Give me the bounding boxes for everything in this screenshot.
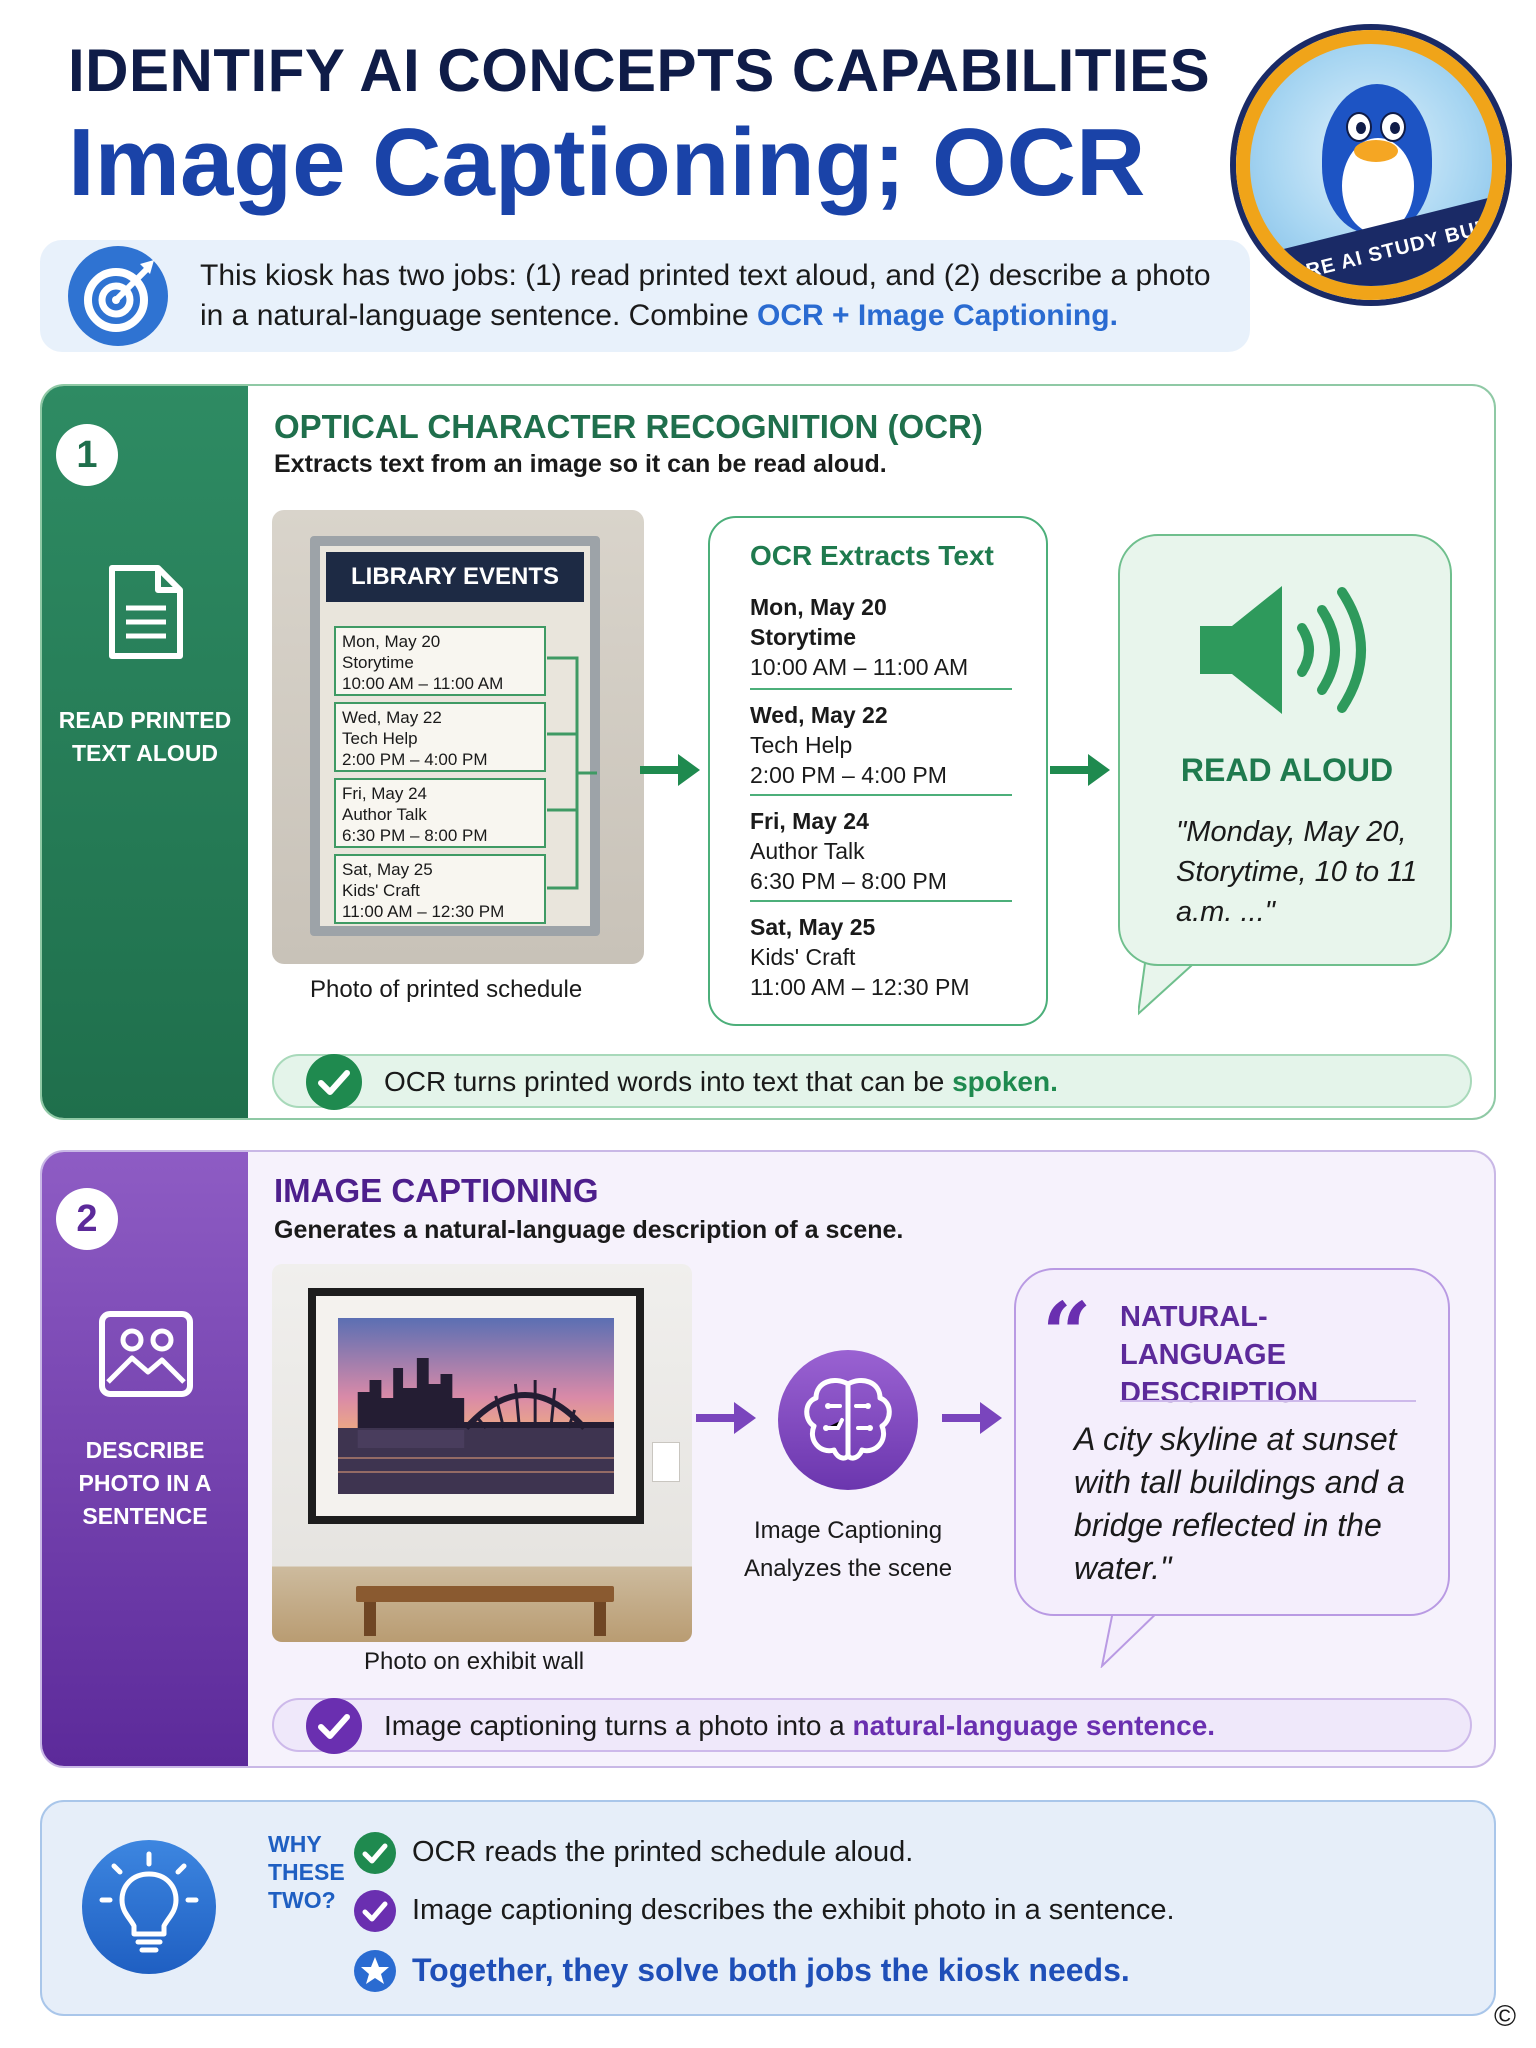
poster-item: Sat, May 25 Kids' Craft 11:00 AM – 12:30… — [334, 854, 546, 924]
captioning-side-label: DESCRIBE PHOTO IN A SENTENCE — [78, 1437, 212, 1529]
bracket-connector — [547, 656, 597, 890]
check-icon — [354, 1832, 396, 1874]
description-title: NATURAL-LANGUAGE DESCRIPTION — [1120, 1301, 1319, 1409]
extracted-entry: Wed, May 22 Tech Help 2:00 PM – 4:00 PM — [750, 702, 947, 788]
captioning-title: IMAGE CAPTIONING — [274, 1172, 599, 1209]
check-icon — [354, 1890, 396, 1932]
check-icon — [306, 1054, 362, 1110]
captioning-side-bar: 2 DESCRIBE PHOTO IN A SENTENCE — [42, 1152, 248, 1766]
city-skyline-artwork — [338, 1318, 614, 1494]
ocr-title: OPTICAL CHARACTER RECOGNITION (OCR) — [274, 408, 983, 445]
image-icon — [98, 1306, 194, 1402]
target-icon — [68, 246, 168, 346]
captioning-summary-pill: Image captioning turns a photo into a na… — [272, 1698, 1472, 1754]
document-icon — [98, 564, 194, 660]
copyright-mark: © — [1494, 2000, 1517, 2033]
ocr-summary-text: OCR turns printed words into text that c… — [384, 1066, 1058, 1097]
analyzer-label-line1: Image Captioning — [753, 1517, 943, 1544]
read-aloud-bubble: READ ALOUD "Monday, May 20, Storytime, 1… — [1118, 534, 1452, 966]
ocr-side-bar: 1 READ PRINTED TEXT ALOUD — [42, 386, 248, 1118]
extracted-entry: Sat, May 25 Kids' Craft 11:00 AM – 12:30… — [750, 914, 970, 1000]
check-icon — [306, 1698, 362, 1754]
schedule-photo-caption: Photo of printed schedule — [310, 976, 583, 1003]
poster-item: Fri, May 24 Author Talk 6:30 PM – 8:00 P… — [334, 778, 546, 848]
ocr-extract-title: OCR Extracts Text — [750, 540, 994, 571]
extracted-entry: Mon, May 20 Storytime 10:00 AM – 11:00 A… — [750, 594, 969, 680]
library-poster: LIBRARY EVENTS Mon, May 20 Storytime 10:… — [310, 536, 600, 936]
extracted-entry: Fri, May 24 Author Talk 6:30 PM – 8:00 P… — [750, 808, 947, 894]
poster-item: Mon, May 20 Storytime 10:00 AM – 11:00 A… — [334, 626, 546, 696]
intro-text: This kiosk has two jobs: (1) read printe… — [200, 259, 1211, 332]
arrow-right-icon — [942, 1402, 1002, 1434]
step-number-1: 1 — [56, 424, 118, 486]
ocr-extract-card: OCR Extracts Text Mon, May 20 Storytime … — [708, 516, 1048, 1026]
lightbulb-icon — [82, 1840, 216, 1974]
why-these-two-box: WHY THESE TWO? OCR reads the printed sch… — [40, 1800, 1496, 2016]
star-icon — [354, 1950, 396, 1992]
step-number-2: 2 — [56, 1188, 118, 1250]
ocr-panel: 1 READ PRINTED TEXT ALOUD OPTICAL CHARAC… — [40, 384, 1496, 1120]
analyzer-label-line2: Analyzes the scene — [743, 1555, 953, 1582]
brain-icon — [778, 1350, 918, 1490]
exhibit-photo — [272, 1264, 692, 1642]
arrow-right-icon — [1050, 754, 1110, 786]
captioning-panel: 2 DESCRIBE PHOTO IN A SENTENCE IMAGE CAP… — [40, 1150, 1496, 1768]
study-buddy-badge: AZURE AI STUDY BUDDY — [1236, 30, 1506, 300]
arrow-right-icon — [640, 754, 700, 786]
page-title-line1: IDENTIFY AI CONCEPTS CAPABILITIES — [68, 37, 1211, 104]
ocr-summary-pill: OCR turns printed words into text that c… — [272, 1054, 1472, 1110]
description-bubble: “ NATURAL-LANGUAGE DESCRIPTION A city sk… — [1014, 1268, 1450, 1616]
exhibit-photo-caption: Photo on exhibit wall — [364, 1648, 585, 1675]
captioning-summary-text: Image captioning turns a photo into a na… — [384, 1710, 1216, 1741]
quote-icon: “ — [1042, 1284, 1092, 1385]
description-quote: A city skyline at sunset with tall build… — [1074, 1421, 1405, 1586]
poster-item: Wed, May 22 Tech Help 2:00 PM – 4:00 PM — [334, 702, 546, 772]
bench — [356, 1586, 614, 1602]
page-title-line2: Image Captioning; OCR — [68, 109, 1146, 216]
captioning-subtitle: Generates a natural-language description… — [274, 1216, 904, 1244]
schedule-photo: LIBRARY EVENTS Mon, May 20 Storytime 10:… — [272, 510, 644, 964]
why-label: WHY THESE TWO? — [268, 1831, 345, 1913]
speaker-icon — [1200, 586, 1366, 714]
intro-highlight: OCR + Image Captioning. — [757, 299, 1118, 332]
read-aloud-title: READ ALOUD — [1180, 752, 1394, 788]
ocr-side-label: READ PRINTED TEXT ALOUD — [58, 707, 232, 766]
read-aloud-quote: "Monday, May 20, Storytime, 10 to 11 a.m… — [1176, 816, 1418, 928]
arrow-right-icon — [696, 1402, 756, 1434]
intro-banner: This kiosk has two jobs: (1) read printe… — [40, 240, 1250, 352]
poster-heading: LIBRARY EVENTS — [326, 552, 584, 602]
ocr-subtitle: Extracts text from an image so it can be… — [274, 450, 887, 478]
